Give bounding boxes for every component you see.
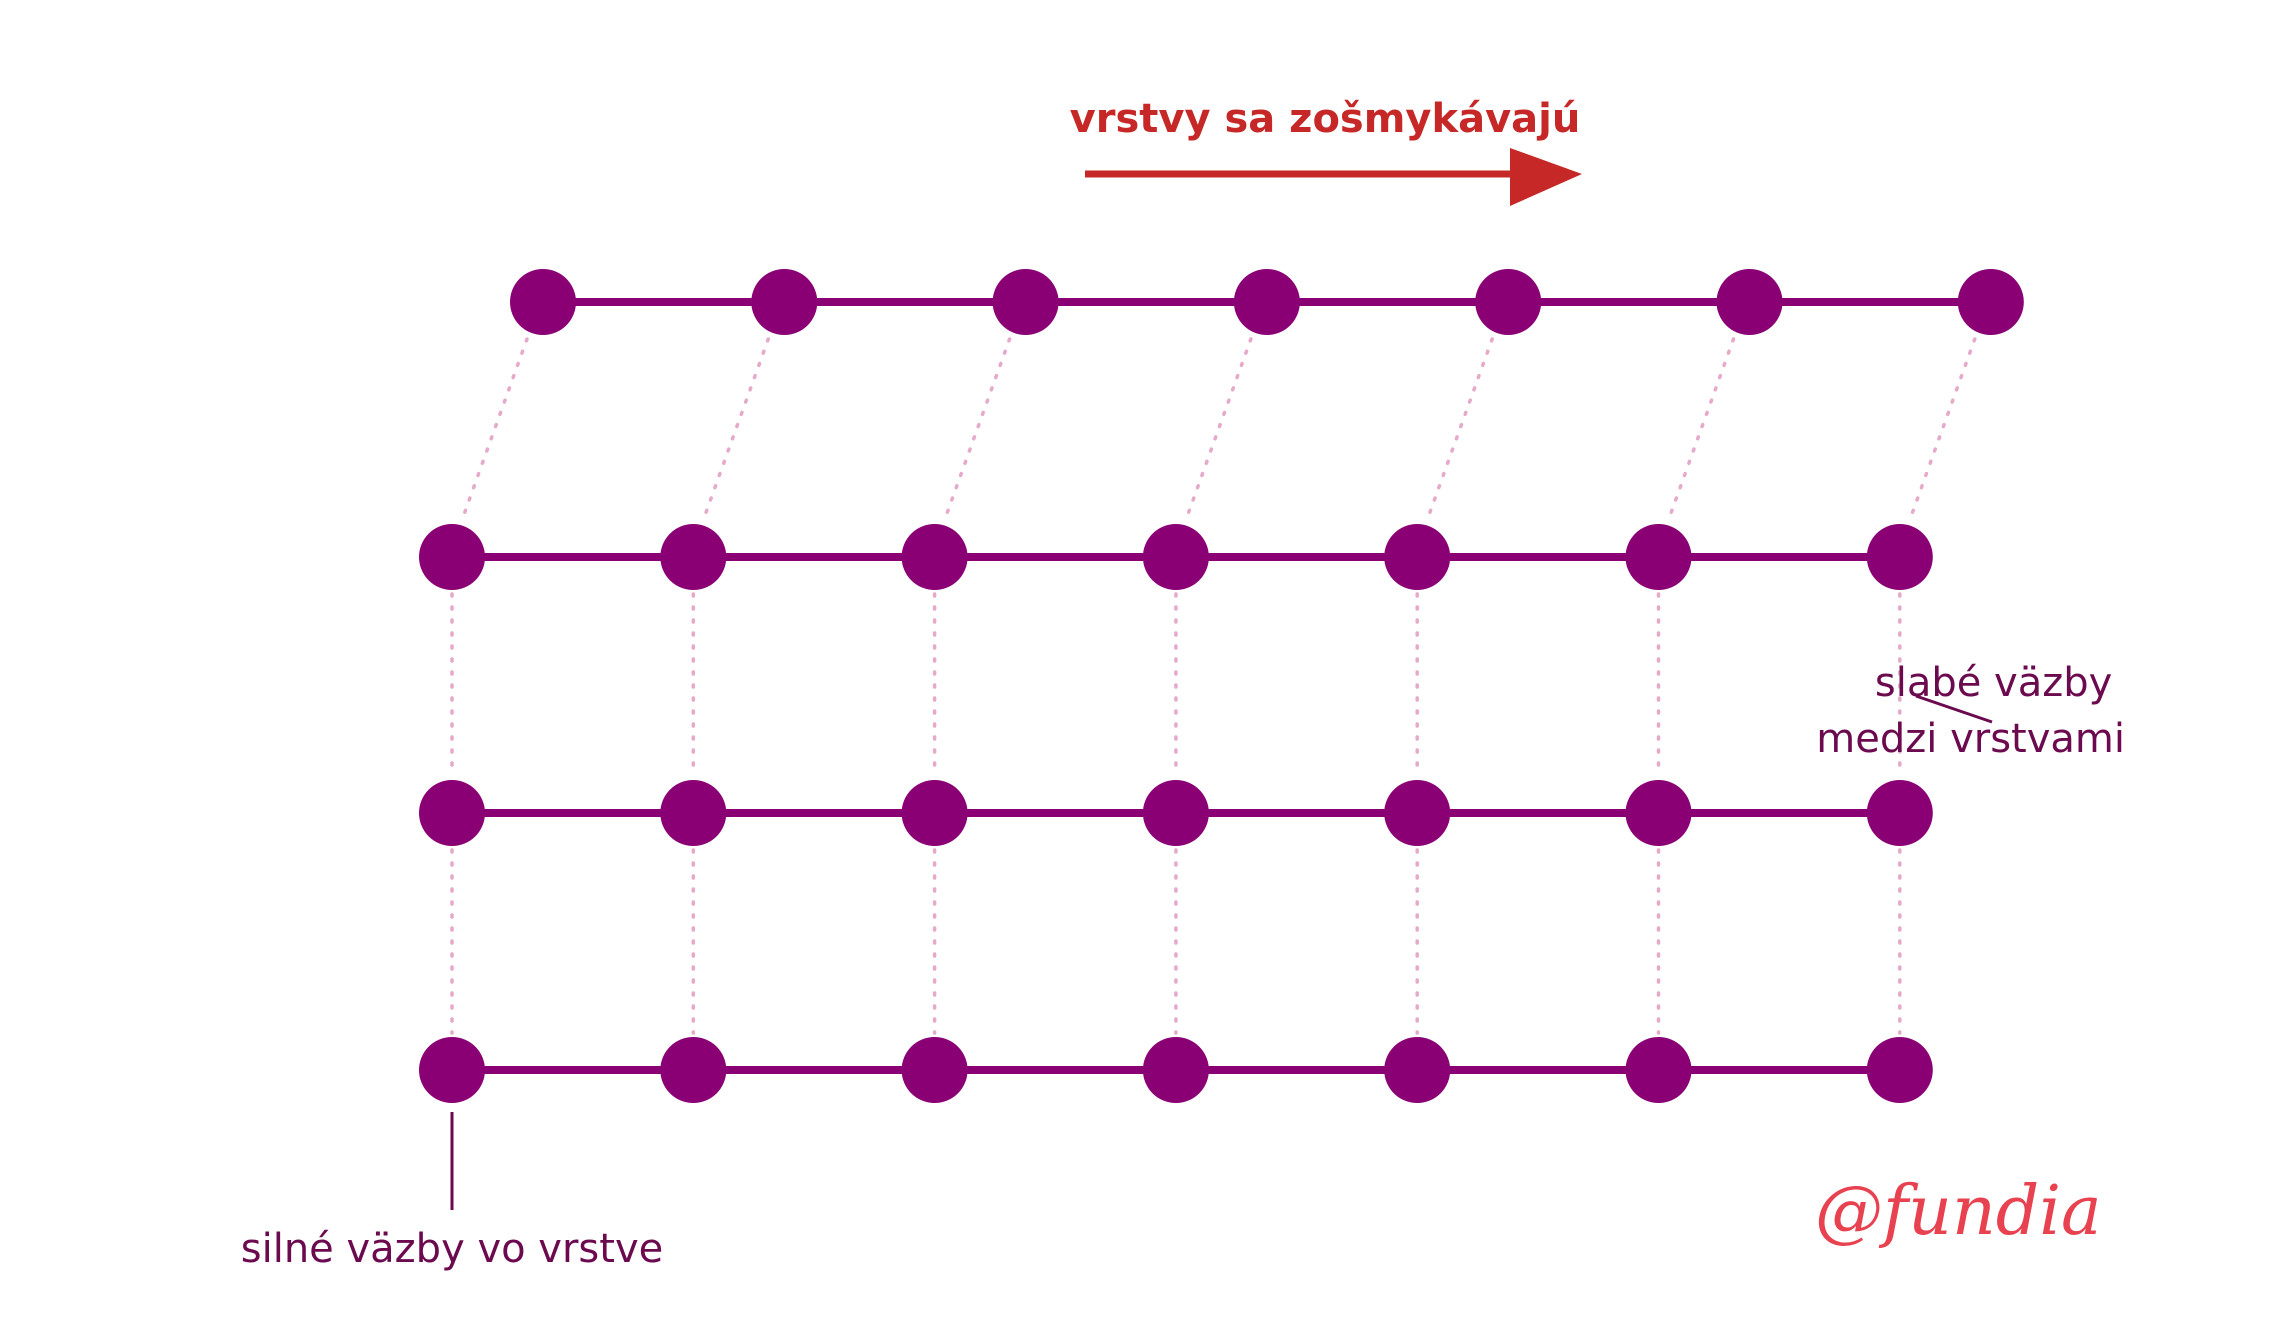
- atom-layer4-1: [419, 1037, 485, 1103]
- weak-bonds-label-line2: medzi vrstvami: [1816, 716, 2125, 762]
- atom-layer3-2: [660, 780, 727, 846]
- atom-layer2-5: [1384, 524, 1451, 590]
- atom-layer3-4: [1142, 780, 1209, 846]
- atom-layer4-2: [660, 1037, 727, 1103]
- slip-arrow-head: [1510, 148, 1582, 206]
- weak-bond: [942, 337, 1012, 522]
- weak-bonds-label: slabé väzby medzi vrstvami: [1816, 660, 2125, 762]
- atom-layer2-2: [660, 524, 727, 590]
- atom-layer2-3: [901, 524, 968, 590]
- weak-bonds-label-line1: slabé väzby: [1875, 660, 2112, 706]
- strong-bonds-label: silné väzby vo vrstve: [241, 1226, 663, 1272]
- weak-bond: [1666, 337, 1736, 522]
- weak-bonds-leader: [1915, 694, 1993, 724]
- atom-layer4-4: [1142, 1037, 1209, 1103]
- slip-title: vrstvy sa zošmykávajú: [1070, 96, 1581, 142]
- atom-layer1-4: [1233, 269, 1300, 335]
- slip-arrow: [1085, 148, 1582, 206]
- atom-layer1-1: [510, 269, 576, 335]
- atom-layer4-5: [1384, 1037, 1451, 1103]
- atom-layer1-3: [992, 269, 1059, 335]
- atom-layer2-7: [1866, 524, 1933, 590]
- atom-layer2-1: [419, 524, 485, 590]
- weak-bond: [1425, 337, 1494, 522]
- atom-layer4-7: [1866, 1037, 1933, 1103]
- weak-bond: [1184, 337, 1253, 522]
- atom-layer3-6: [1625, 780, 1692, 846]
- atom-layer4-3: [901, 1037, 968, 1103]
- atom-layer1-6: [1716, 269, 1783, 335]
- atom-layer1-2: [751, 269, 818, 335]
- signature: @fundia: [1815, 1172, 2102, 1251]
- strong-bonds-group: [452, 298, 1991, 1074]
- weak-bond: [460, 337, 529, 522]
- atom-layer3-3: [901, 780, 968, 846]
- atom-layer1-5: [1475, 269, 1542, 335]
- atom-layer4-6: [1625, 1037, 1692, 1103]
- weak-bond: [1908, 337, 1977, 522]
- atom-layer3-5: [1384, 780, 1451, 846]
- atom-layer1-7: [1957, 269, 2024, 335]
- atom-layer3-1: [419, 780, 485, 846]
- atom-layer2-6: [1625, 524, 1692, 590]
- atom-layer3-7: [1866, 780, 1933, 846]
- weak-bond: [701, 337, 771, 522]
- atoms-group: [419, 269, 2024, 1103]
- atom-layer2-4: [1142, 524, 1209, 590]
- weak-bonds-group: [450, 337, 1977, 1035]
